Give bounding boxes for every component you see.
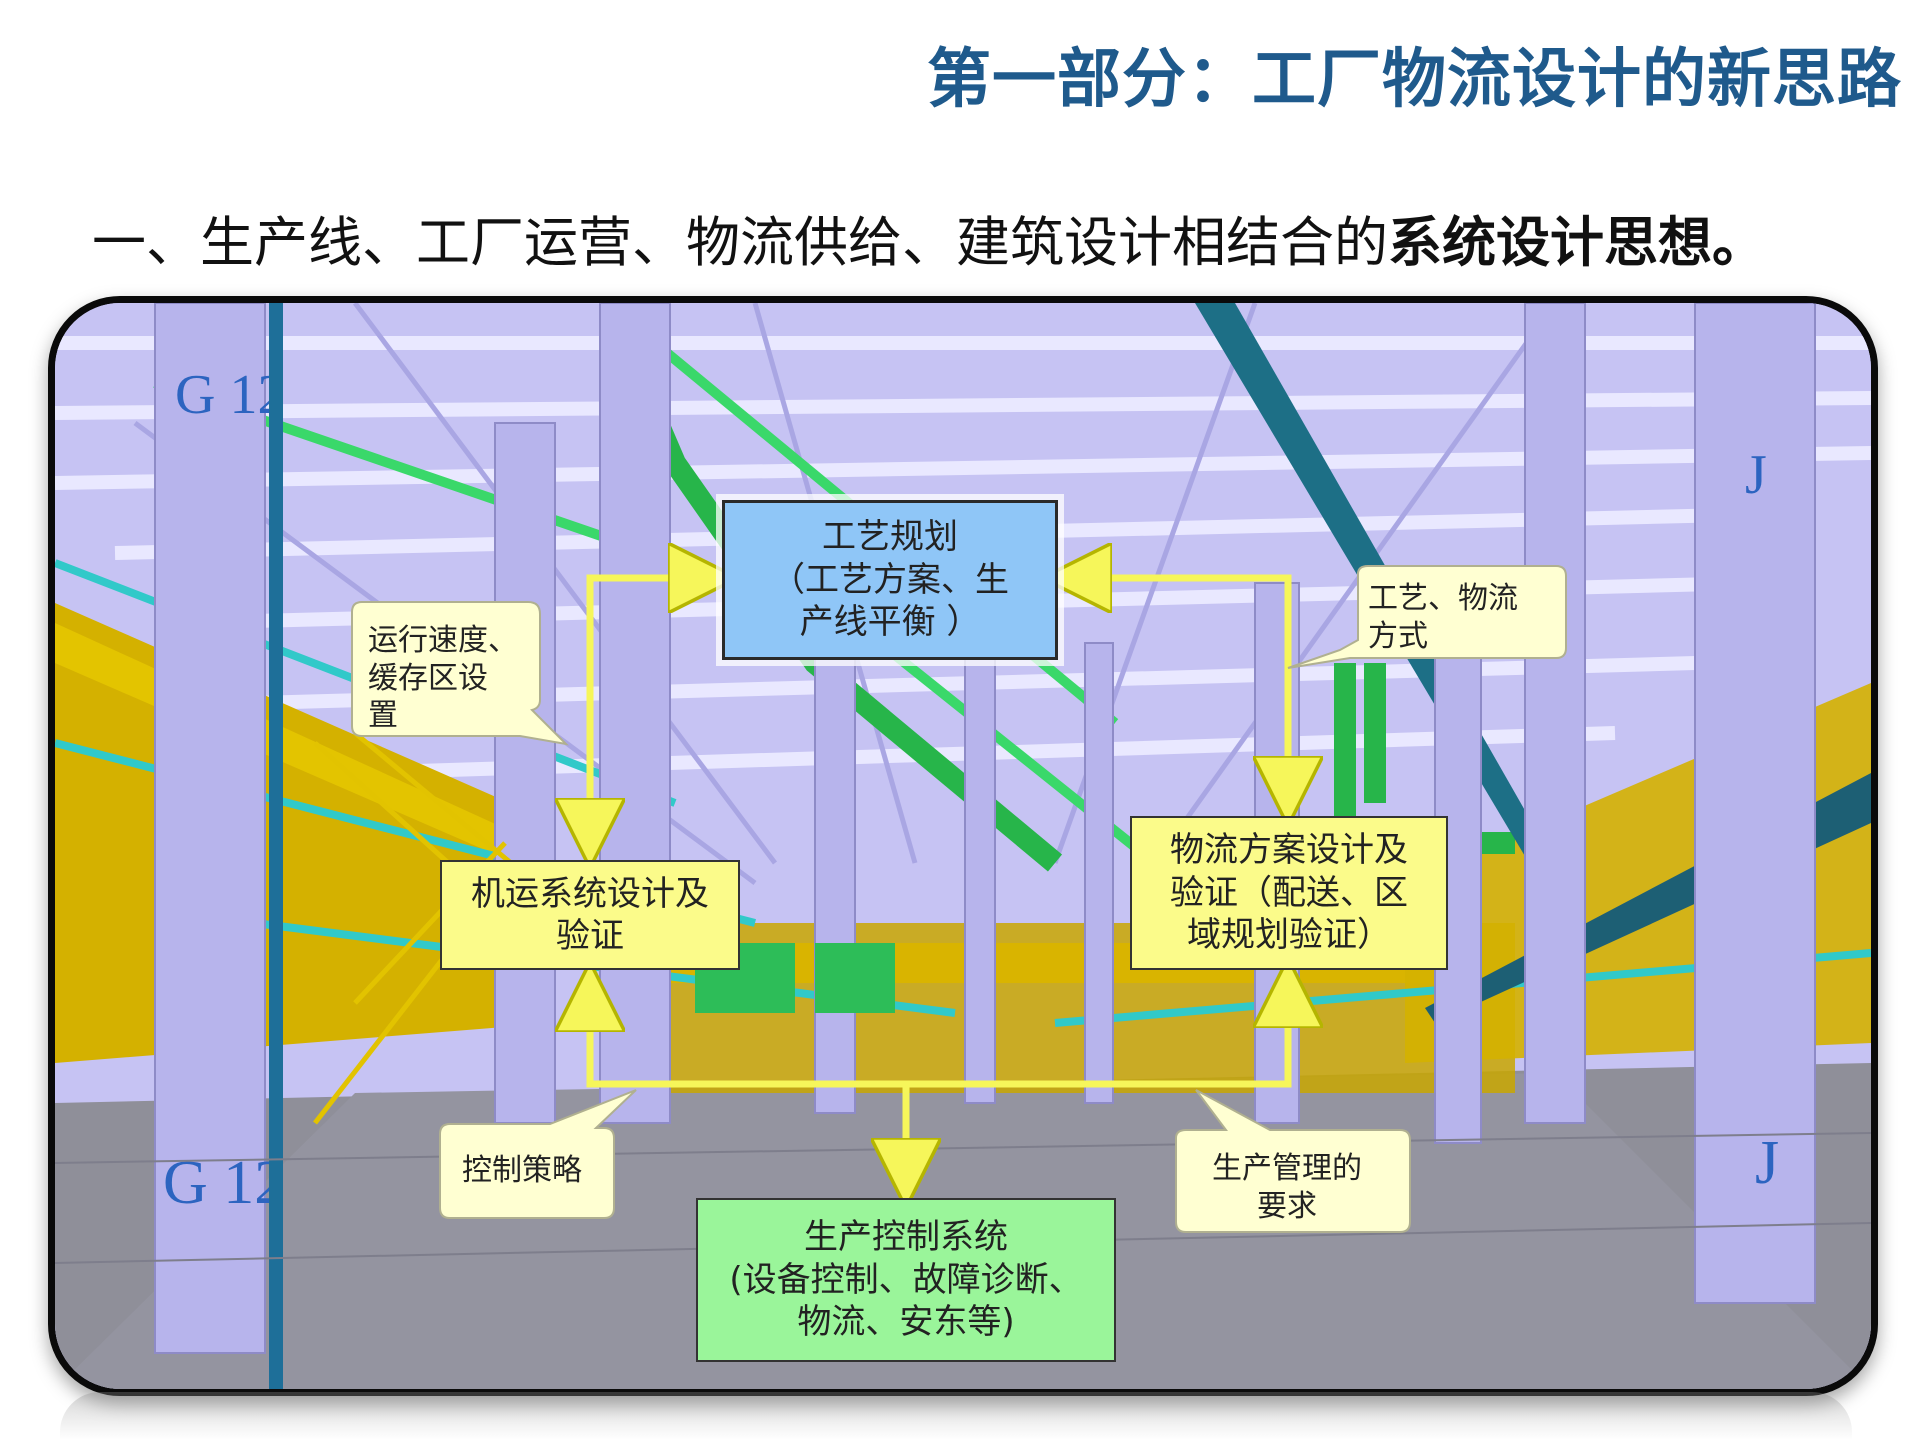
- column-label-g12-top: G 12: [175, 364, 285, 426]
- callout-speed-text: 运行速度、 缓存区设 置: [368, 623, 518, 733]
- callout-strategy-text: 控制策略: [462, 1153, 582, 1188]
- mechanical-system-box: 机运系统设计及 验证: [440, 860, 740, 970]
- logistics-plan-text: 物流方案设计及 验证（配送、区 域规划验证）: [1170, 830, 1408, 956]
- process-planning-text: 工艺规划 （工艺方案、生 产线平衡 ）: [771, 517, 1009, 643]
- page-title: 第一部分：工厂物流设计的新思路: [927, 43, 1902, 117]
- process-planning-box: 工艺规划 （工艺方案、生 产线平衡 ）: [716, 494, 1064, 666]
- logistics-plan-box: 物流方案设计及 验证（配送、区 域规划验证）: [1130, 816, 1448, 970]
- callout-management-text: 生产管理的 要求: [1212, 1151, 1362, 1224]
- column-label-j-top: J: [1745, 444, 1767, 506]
- mechanical-system-text: 机运系统设计及 验证: [471, 873, 709, 957]
- section-heading: 一、生产线、工厂运营、物流供给、建筑设计相结合的系统设计思想。: [92, 198, 1766, 277]
- frame-reflection: [60, 1392, 1852, 1440]
- production-control-box: 生产控制系统 (设备控制、故障诊断、 物流、安东等): [696, 1198, 1116, 1362]
- section-heading-emphasis: 系统设计思想。: [1388, 211, 1766, 274]
- column-label-j-near: J: [1755, 1129, 1779, 1197]
- callout-method-text: 工艺、物流 方式: [1368, 581, 1518, 654]
- production-control-text: 生产控制系统 (设备控制、故障诊断、 物流、安东等): [729, 1217, 1083, 1343]
- section-heading-text: 一、生产线、工厂运营、物流供给、建筑设计相结合的: [92, 211, 1388, 274]
